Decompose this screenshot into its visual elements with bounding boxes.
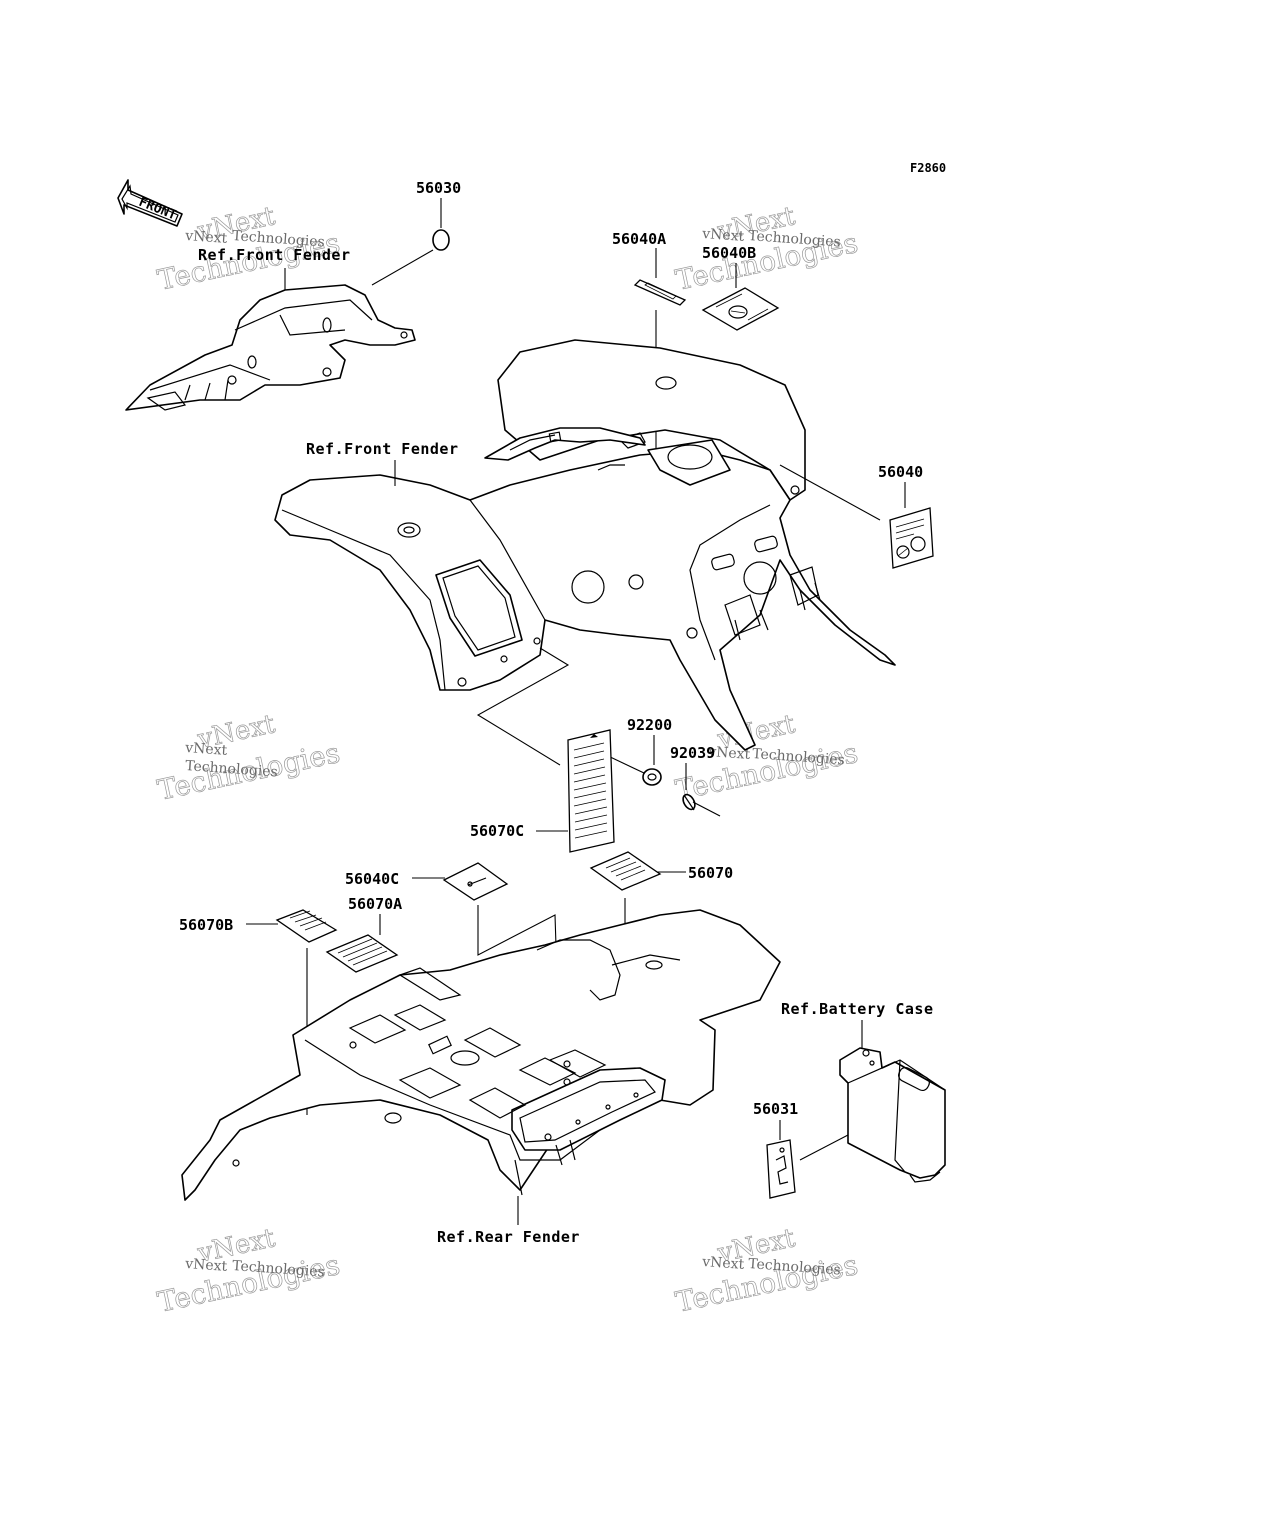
leader-92200-b (605, 754, 645, 774)
part-label-56040b: 56040B (702, 244, 756, 262)
decal-56040 (889, 507, 934, 569)
leader-56030-b (371, 249, 434, 286)
watermark-top-right: vNext Technologies vNext Technologies (672, 201, 861, 297)
part-label-56031: 56031 (753, 1100, 798, 1118)
svg-text:Technologies: Technologies (752, 746, 846, 768)
svg-text:vNext: vNext (184, 740, 228, 759)
ref-battery-case-label: Ref.Battery Case (781, 1000, 934, 1018)
decal-56070 (589, 851, 662, 891)
part-label-56070a: 56070A (348, 895, 402, 913)
part-label-56040a: 56040A (612, 230, 666, 248)
figure-code: F2860 (910, 161, 946, 175)
part-92200-grommet (642, 768, 662, 786)
svg-text:Technologies: Technologies (232, 228, 326, 250)
svg-text:Technologies: Technologies (232, 1258, 326, 1280)
watermark-bottom-left: vNext Technologies vNext Technologies (154, 1223, 343, 1319)
decal-56070b (275, 909, 338, 943)
part-label-92039: 92039 (670, 744, 715, 762)
svg-text:vNext: vNext (184, 228, 228, 247)
decal-56040b (701, 287, 780, 331)
leader-56031-b (799, 1134, 849, 1161)
part-label-56040: 56040 (878, 463, 923, 481)
svg-text:vNext: vNext (707, 744, 751, 763)
svg-text:Technologies: Technologies (748, 228, 842, 250)
svg-text:vNext: vNext (701, 226, 745, 245)
battery-case-part (839, 1047, 946, 1183)
decal-56040c (442, 862, 509, 901)
ref-front-fender-top-label: Ref.Front Fender (198, 246, 351, 264)
front-fender-main-part (274, 339, 896, 751)
part-label-56070b: 56070B (179, 916, 233, 934)
part-label-92200: 92200 (627, 716, 672, 734)
part-label-56030: 56030 (416, 179, 461, 197)
leader-56040-b (779, 464, 881, 521)
decal-56070c (567, 729, 615, 853)
leader-56070c-window (476, 647, 570, 766)
decal-56070a (325, 934, 399, 973)
svg-text:Technologies: Technologies (748, 1256, 842, 1278)
svg-text:Technologies: Technologies (185, 758, 279, 780)
part-label-56040c: 56040C (345, 870, 399, 888)
svg-text:vNext: vNext (184, 1256, 228, 1275)
decal-56031 (766, 1139, 796, 1199)
front-arrow-icon: FRONT (117, 179, 183, 227)
ref-rear-fender-label: Ref.Rear Fender (437, 1228, 580, 1246)
decal-56040a (633, 279, 687, 306)
front-fender-small-part (125, 284, 416, 411)
part-56030-grommet (432, 229, 450, 251)
part-92039-rivet (682, 793, 721, 817)
watermark-mid-left: vNext Technologies vNext Technologies (154, 709, 343, 807)
part-label-56070: 56070 (688, 864, 733, 882)
svg-text:vNext: vNext (701, 1254, 745, 1273)
part-label-56070c: 56070C (470, 822, 524, 840)
watermark-bottom-right: vNext Technologies vNext Technologies (672, 1223, 861, 1319)
ref-front-fender-main-label: Ref.Front Fender (306, 440, 459, 458)
rear-fender-part (181, 909, 781, 1201)
